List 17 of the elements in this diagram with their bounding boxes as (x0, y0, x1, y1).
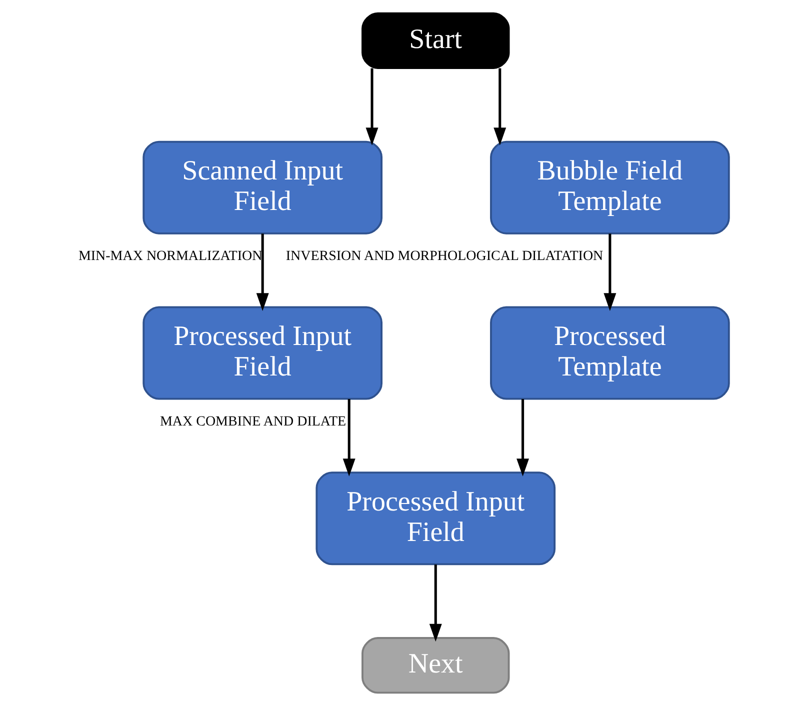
node-box: Scanned Input Field (142, 140, 382, 234)
arrow (603, 234, 616, 312)
arrow (516, 399, 529, 476)
node-box: Processed Template (490, 306, 730, 400)
arrow (428, 564, 442, 642)
node-box: Bubble Field Template (490, 140, 730, 234)
node-box: Next (361, 637, 510, 694)
arrow (256, 234, 268, 312)
node-box: Processed Input Field (315, 472, 556, 566)
edge-label: INVERSION AND MORPHOLOGICAL DILATATION (285, 248, 603, 264)
edge-label: MIN-MAX NORMALIZATION (78, 248, 262, 264)
node-box: Start (361, 12, 510, 69)
edge-label: MAX COMBINE AND DILATE (160, 414, 346, 430)
arrow (493, 68, 506, 146)
node-box: Processed Input Field (142, 306, 382, 400)
arrow (365, 68, 378, 146)
arrow (342, 399, 355, 476)
